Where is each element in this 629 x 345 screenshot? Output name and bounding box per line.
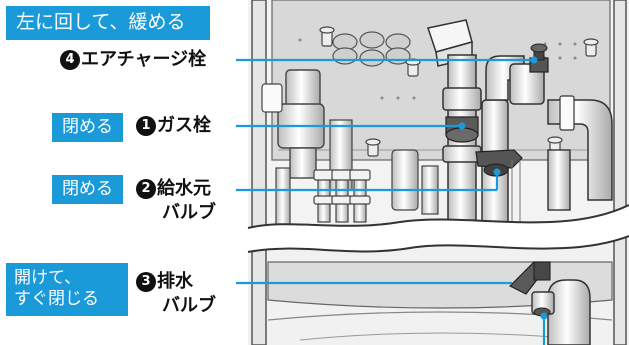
marker-drain — [540, 312, 548, 320]
label-gas-valve-text: ガス栓 — [157, 115, 211, 136]
number-badge: 2 — [136, 179, 156, 199]
instruction-tag-open-close: 開けて、 すぐ閉じる — [6, 263, 128, 316]
label-water-supply-text2: バルブ — [162, 202, 216, 224]
instruction-tag-loosen: 左に回して、緩める — [6, 6, 210, 40]
label-air-plug-text: エアチャージ栓 — [81, 49, 207, 70]
marker-air-plug — [530, 56, 538, 64]
upper-section — [248, 0, 629, 228]
leader-lines — [236, 58, 546, 345]
lower-section — [248, 236, 629, 345]
marker-gas-valve — [458, 122, 466, 130]
label-drain-text: 排水 — [157, 271, 193, 292]
instruction-tag-close-water: 閉める — [52, 175, 123, 205]
number-badge: 1 — [136, 116, 156, 136]
instruction-tag-open-close-line1: 開けて、 — [14, 268, 82, 288]
label-drain-text2: バルブ — [162, 295, 216, 317]
instruction-tag-close-gas: 閉める — [52, 113, 123, 143]
number-badge: 4 — [60, 50, 80, 70]
instruction-tag-open-close-line2: すぐ閉じる — [14, 289, 99, 310]
number-badge: 3 — [136, 272, 156, 292]
label-water-supply-text: 給水元 — [157, 178, 211, 199]
marker-water-supply — [493, 168, 501, 176]
